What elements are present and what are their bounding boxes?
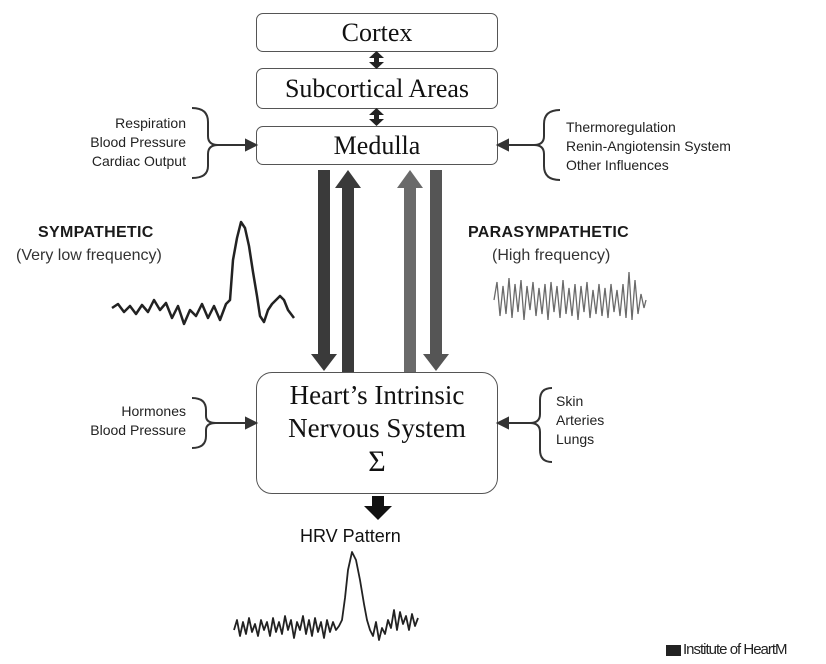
heart-box-line2: Nervous System bbox=[288, 413, 466, 443]
credit-label: Institute of HeartM bbox=[683, 641, 788, 658]
input-other-influences: Other Influences bbox=[566, 157, 669, 173]
input-blood-pressure-lower: Blood Pressure bbox=[90, 422, 186, 438]
input-lungs: Lungs bbox=[556, 431, 595, 447]
parasympathetic-subtitle: (High frequency) bbox=[492, 247, 611, 264]
afferent-arrow-right-up bbox=[397, 170, 423, 372]
sympathetic-waveform bbox=[111, 220, 295, 326]
subcortical-medulla-double-arrow bbox=[369, 108, 384, 126]
heart-intrinsic-nervous-system-box: Heart’s Intrinsic Nervous System Σ bbox=[256, 372, 498, 494]
input-hormones: Hormones bbox=[121, 403, 186, 419]
input-respiration: Respiration bbox=[115, 115, 186, 131]
cortex-subcortical-double-arrow bbox=[369, 51, 384, 69]
efferent-arrow-left-down bbox=[311, 170, 337, 371]
right-upper-input-arrow bbox=[495, 109, 561, 181]
right-lower-input-arrow bbox=[495, 387, 553, 463]
sympathetic-title: SYMPATHETIC bbox=[38, 224, 154, 241]
afferent-arrow-left-up bbox=[335, 170, 361, 372]
parasympathetic-waveform bbox=[493, 271, 647, 321]
left-lower-inputs: Hormones Blood Pressure bbox=[40, 402, 186, 440]
input-thermoregulation: Thermoregulation bbox=[566, 119, 676, 135]
medulla-box: Medulla bbox=[256, 126, 498, 165]
credit-text: Institute of HeartM bbox=[666, 641, 788, 658]
input-renin-angiotensin: Renin-Angiotensin System bbox=[566, 138, 731, 154]
sympathetic-subtitle: (Very low frequency) bbox=[16, 247, 162, 264]
output-arrow-down bbox=[364, 496, 392, 520]
left-lower-input-arrow bbox=[191, 397, 259, 449]
hrv-pattern-waveform bbox=[233, 551, 419, 641]
input-cardiac-output: Cardiac Output bbox=[91, 153, 186, 169]
input-blood-pressure: Blood Pressure bbox=[90, 134, 186, 150]
sigma-symbol: Σ bbox=[368, 445, 386, 478]
institute-logo-icon bbox=[666, 644, 681, 656]
cortex-box: Cortex bbox=[256, 13, 498, 52]
efferent-arrow-right-down bbox=[423, 170, 449, 371]
heart-box-line1: Heart’s Intrinsic bbox=[289, 380, 465, 410]
left-upper-inputs: Respiration Blood Pressure Cardiac Outpu… bbox=[40, 114, 186, 171]
input-arteries: Arteries bbox=[556, 412, 605, 428]
left-upper-input-arrow bbox=[191, 107, 259, 179]
input-skin: Skin bbox=[556, 393, 584, 409]
right-upper-inputs: Thermoregulation Renin-Angiotensin Syste… bbox=[566, 118, 806, 175]
right-lower-inputs: Skin Arteries Lungs bbox=[556, 392, 656, 449]
parasympathetic-title: PARASYMPATHETIC bbox=[468, 224, 629, 241]
hrv-pattern-label: HRV Pattern bbox=[300, 526, 401, 546]
